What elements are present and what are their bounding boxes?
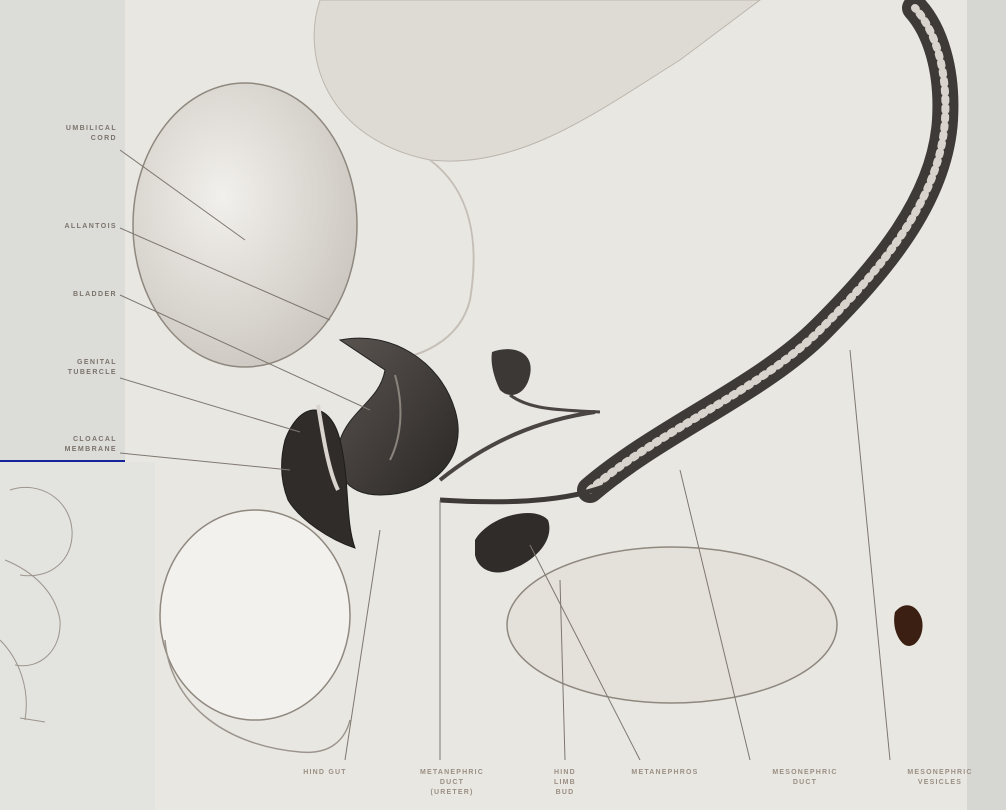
umbilical-cord-section [133,83,357,367]
bladder-shape [337,338,458,495]
label-hind-gut: HIND GUT [280,768,370,778]
label-mesonephric-duct: MESONEPHRIC DUCT [740,768,870,788]
inset-sketch [0,487,72,722]
label-bladder: BLADDER [20,290,117,300]
specimen-artifact [894,605,922,646]
label-metanephric-duct: METANEPHRIC DUCT (URETER) [392,768,512,798]
body-contour [380,160,474,360]
hind-limb-bud-shape [507,547,837,703]
embryo-body-upper [314,0,760,161]
label-mesonephric-vesicles: MESONEPHRIC VESICLES [878,768,1002,788]
label-umbilical-cord: UMBILICAL CORD [20,124,117,144]
connecting-duct-upper [510,395,600,412]
metanephros-shape [475,513,549,572]
label-metanephros: METANEPHROS [600,768,730,778]
lower-circle-section [160,510,350,720]
label-allantois: ALLANTOIS [20,222,117,232]
small-vesicle-upper [492,349,531,395]
label-cloacal-membrane: CLOACAL MEMBRANE [20,435,117,455]
label-genital-tubercle: GENITAL TUBERCLE [20,358,117,378]
label-hind-limb-bud: HIND LIMB BUD [545,768,585,798]
metanephric-duct-line [440,412,595,480]
